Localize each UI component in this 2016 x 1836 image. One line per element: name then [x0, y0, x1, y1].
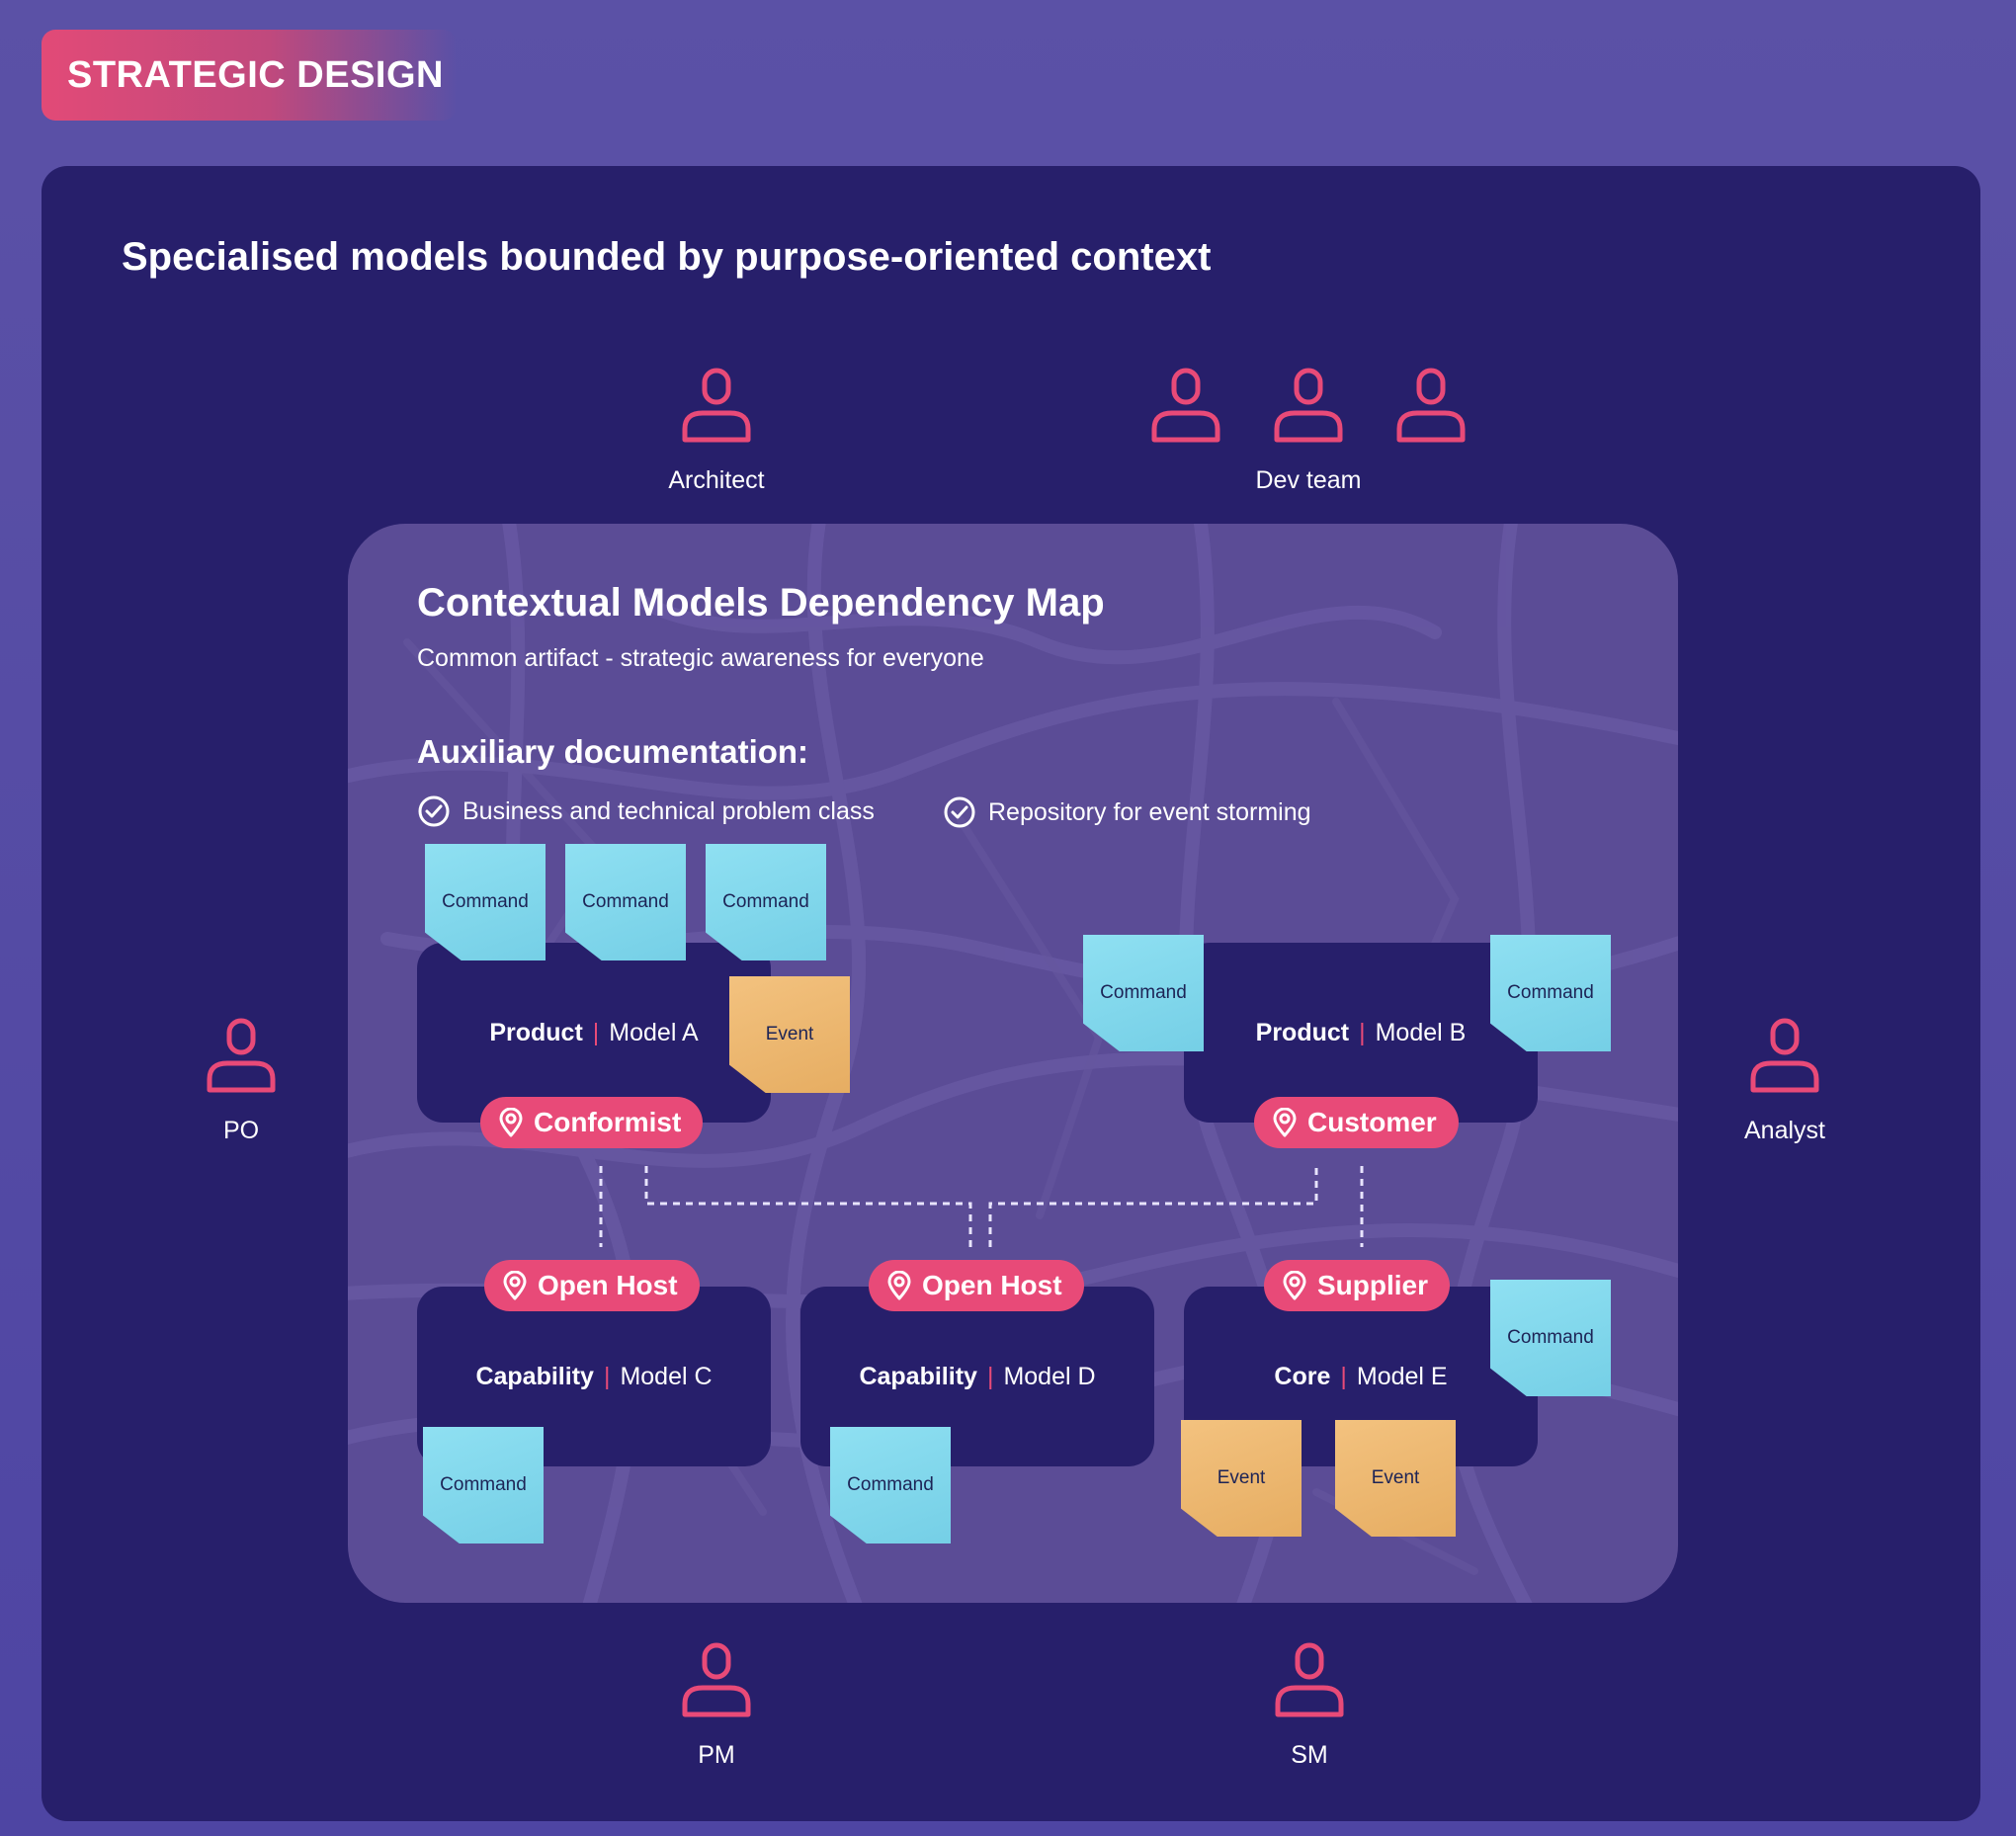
- check-circle-icon: [418, 795, 450, 827]
- map-subtitle: Common artifact - strategic awareness fo…: [417, 644, 984, 672]
- dependency-map: Contextual Models Dependency Map Common …: [348, 524, 1678, 1603]
- headline: Specialised models bounded by purpose-or…: [122, 235, 1212, 279]
- role-label: PO: [222, 1117, 260, 1144]
- context-model-b: Product | Model B: [1184, 943, 1538, 1123]
- context-type: Product: [1255, 1018, 1350, 1046]
- note-label: Command: [1507, 982, 1594, 1003]
- command-note: Command: [565, 844, 686, 960]
- context-model: Model D: [1003, 1362, 1096, 1390]
- context-type: Core: [1274, 1362, 1331, 1390]
- context-model: Model B: [1375, 1018, 1467, 1046]
- location-pin-icon: [1283, 1271, 1306, 1300]
- role-label: PM: [698, 1741, 735, 1769]
- location-pin-icon: [499, 1108, 523, 1137]
- command-note: Command: [425, 844, 546, 960]
- role-architect: Architect: [647, 368, 786, 495]
- pattern-pill-conformist: Conformist: [480, 1097, 704, 1148]
- separator: |: [592, 1018, 600, 1046]
- pattern-label: Supplier: [1317, 1270, 1429, 1300]
- note-label: Command: [442, 891, 529, 912]
- command-note: Command: [706, 844, 826, 960]
- pattern-pill-customer: Customer: [1254, 1097, 1459, 1148]
- role-analyst: Analyst: [1716, 1018, 1854, 1145]
- note-label: Event: [765, 1024, 814, 1044]
- check-item: Business and technical problem class: [417, 794, 875, 828]
- person-icon: [1275, 1642, 1344, 1717]
- separator: |: [1359, 1018, 1366, 1046]
- note-label: Command: [582, 891, 669, 912]
- pattern-pill-supplier: Supplier: [1264, 1260, 1451, 1311]
- role-label: Architect: [668, 466, 765, 494]
- note-label: Event: [1217, 1467, 1266, 1488]
- pattern-pill-open-host: Open Host: [484, 1260, 700, 1311]
- location-pin-icon: [887, 1271, 911, 1300]
- person-icon: [1396, 368, 1466, 443]
- separator: |: [603, 1362, 611, 1390]
- role-dev-team: Dev team: [1150, 368, 1467, 495]
- pattern-label: Customer: [1307, 1107, 1437, 1137]
- note-label: Command: [1507, 1327, 1594, 1348]
- map-title: Contextual Models Dependency Map: [417, 581, 1105, 625]
- pattern-label: Open Host: [538, 1270, 678, 1300]
- event-note: Event: [1181, 1420, 1302, 1537]
- section-badge: STRATEGIC DESIGN: [42, 30, 457, 121]
- event-note: Event: [1335, 1420, 1456, 1537]
- separator: |: [1340, 1362, 1347, 1390]
- context-type: Capability: [859, 1362, 977, 1390]
- person-icon: [682, 1642, 751, 1717]
- command-note: Command: [1083, 935, 1204, 1051]
- context-type: Product: [489, 1018, 583, 1046]
- check-item-label: Repository for event storming: [988, 797, 1311, 826]
- aux-doc-title: Auxiliary documentation:: [417, 733, 809, 770]
- person-icon: [1151, 368, 1220, 443]
- event-note: Event: [729, 976, 850, 1093]
- role-sm: SM: [1240, 1642, 1379, 1770]
- person-icon: [1274, 368, 1343, 443]
- context-model: Model C: [620, 1362, 713, 1390]
- person-icon: [682, 368, 751, 443]
- context-model: Model E: [1356, 1362, 1448, 1390]
- role-label: Analyst: [1744, 1117, 1825, 1144]
- note-label: Command: [847, 1474, 934, 1495]
- context-model-c: Capability | Model C: [417, 1287, 771, 1466]
- role-label: Dev team: [1255, 466, 1362, 494]
- person-icon: [207, 1018, 276, 1093]
- note-label: Command: [1100, 982, 1187, 1003]
- command-note: Command: [1490, 935, 1611, 1051]
- command-note: Command: [1490, 1280, 1611, 1396]
- context-model: Model A: [609, 1018, 699, 1046]
- role-po: PO: [172, 1018, 310, 1145]
- context-model-a: Product | Model A: [417, 943, 771, 1123]
- pattern-pill-open-host: Open Host: [869, 1260, 1084, 1311]
- role-pm: PM: [647, 1642, 786, 1770]
- pattern-label: Conformist: [534, 1107, 682, 1137]
- check-item: Repository for event storming: [943, 795, 1311, 829]
- note-label: Command: [440, 1474, 527, 1495]
- note-label: Command: [722, 891, 809, 912]
- pattern-label: Open Host: [922, 1270, 1062, 1300]
- separator: |: [986, 1362, 994, 1390]
- location-pin-icon: [1273, 1108, 1297, 1137]
- check-item-label: Business and technical problem class: [462, 796, 875, 825]
- context-model-d: Capability | Model D: [800, 1287, 1154, 1466]
- location-pin-icon: [503, 1271, 527, 1300]
- role-label: SM: [1291, 1741, 1328, 1769]
- check-circle-icon: [944, 796, 975, 828]
- command-note: Command: [830, 1427, 951, 1544]
- command-note: Command: [423, 1427, 544, 1544]
- person-icon: [1750, 1018, 1819, 1093]
- note-label: Event: [1371, 1467, 1420, 1488]
- context-type: Capability: [475, 1362, 594, 1390]
